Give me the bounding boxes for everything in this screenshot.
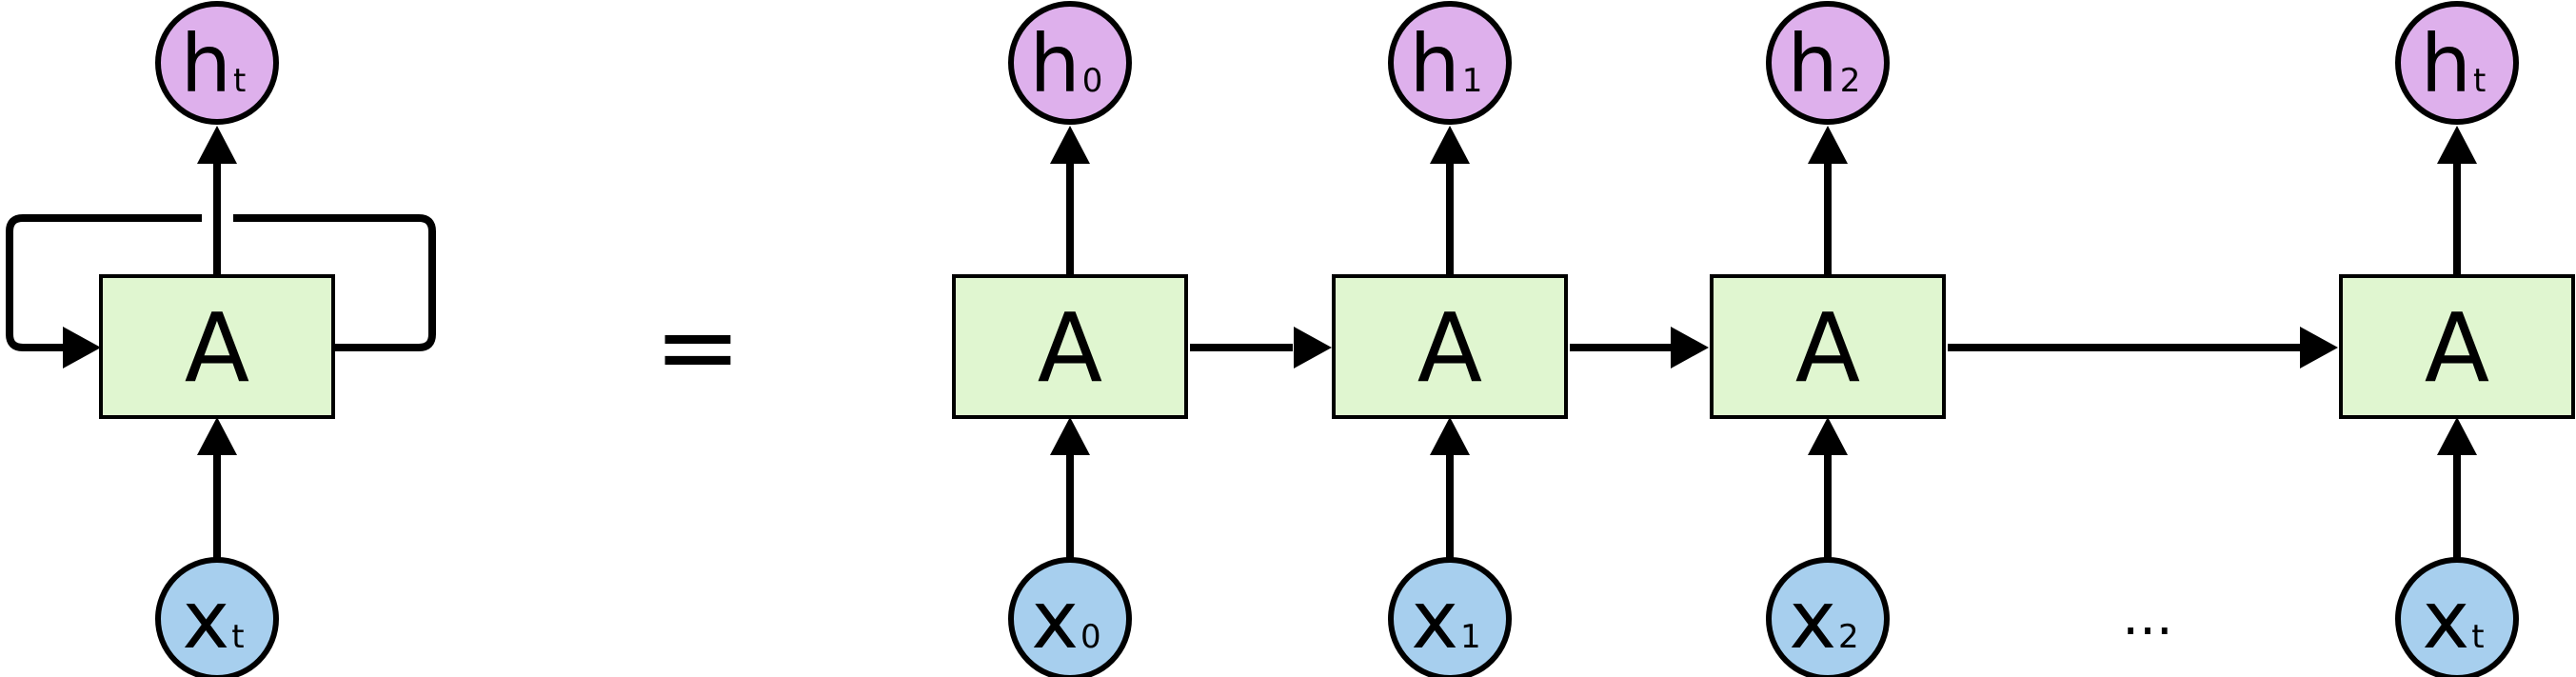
unrolled-step-0-input-node-subscript: 0: [1080, 618, 1101, 656]
unrolled-step-3-input-node-main: x: [2422, 573, 2469, 667]
unrolled-step-2-output-node-subscript: 2: [1840, 62, 1861, 100]
unrolled-step-0-cell: A: [952, 274, 1188, 419]
rolled-cell-box: [99, 274, 335, 419]
unrolled-step-2-cell: A: [1710, 274, 1946, 419]
unrolled-step-3-output-node-subscript: t: [2473, 62, 2486, 100]
unrolled-step-2-cell-label: A: [1795, 292, 1860, 404]
unrolled-step-3-cell-box: [2339, 274, 2575, 419]
state-arrowhead-2-t: [2300, 327, 2338, 368]
unrolled-step-0-cell-label: A: [1038, 292, 1102, 404]
rolled-cell-label: A: [185, 292, 249, 404]
unrolled-step-0-output-node-main: h: [1030, 17, 1080, 110]
rolled-output-node: ht: [155, 1, 279, 125]
unrolled-step-1-output-node-main: h: [1410, 17, 1460, 110]
unrolled-step-1-input-node-label: x1: [1411, 573, 1480, 667]
recurrent-loop-right: [233, 214, 436, 351]
unrolled-step-3-input-node-subscript: t: [2471, 618, 2484, 656]
unrolled-step-2-cell-box: [1710, 274, 1946, 419]
unrolled-step-3-output-node-main: h: [2421, 17, 2471, 110]
unrolled-step-1-input-node: x1: [1388, 557, 1512, 677]
unrolled-step-1-input-node-main: x: [1411, 573, 1458, 667]
unrolled-step-1-input-node-subscript: 1: [1460, 618, 1481, 656]
unrolled-step-2-input-node-main: x: [1789, 573, 1836, 667]
unrolled-step-1-output-node-label: h1: [1410, 17, 1483, 110]
unrolled-step-3-input-arrowhead: [2437, 417, 2477, 455]
rolled-input-node-circle: [155, 557, 279, 677]
unrolled-step-0-input-node-circle: [1008, 557, 1132, 677]
unrolled-step-2-input-node-circle: [1766, 557, 1890, 677]
unrolled-step-3-input-node-label: xt: [2422, 573, 2484, 667]
unrolled-step-2-output-node: h2: [1766, 1, 1890, 125]
rolled-input-node: xt: [155, 557, 279, 677]
unrolled-step-0-input-node-label: x0: [1031, 573, 1100, 667]
unrolled-step-2-input-node: x2: [1766, 557, 1890, 677]
unrolled-step-3-output-node-circle: [2395, 1, 2519, 125]
unrolled-step-0-input-arrowhead: [1050, 417, 1090, 455]
rolled-cell: A: [99, 274, 335, 419]
unrolled-step-3-input-node-circle: [2395, 557, 2519, 677]
unrolled-step-0-output-node: h0: [1008, 1, 1132, 125]
unrolled-step-2-input-arrowhead: [1808, 417, 1848, 455]
unrolled-step-3-input-node: xt: [2395, 557, 2519, 677]
unrolled-step-0-output-node-subscript: 0: [1082, 62, 1103, 100]
unrolled-step-3-output-arrowhead: [2437, 126, 2477, 164]
unrolled-step-1-input-node-circle: [1388, 557, 1512, 677]
unrolled-step-3-output-node-label: ht: [2421, 17, 2487, 110]
ellipsis: ...: [2122, 586, 2172, 647]
state-arrowhead-0-1: [1294, 327, 1332, 368]
recurrent-loop-left: [6, 214, 202, 351]
unrolled-step-3-cell-label: A: [2425, 292, 2489, 404]
rolled-output-node-label: ht: [181, 17, 247, 110]
unrolled-step-2-output-node-label: h2: [1788, 17, 1861, 110]
unrolled-step-0-output-arrowhead: [1050, 126, 1090, 164]
unrolled-step-1-cell-box: [1332, 274, 1568, 419]
unrolled-step-3-output-node: ht: [2395, 1, 2519, 125]
unrolled-step-2-input-node-label: x2: [1789, 573, 1858, 667]
unrolled-step-0-output-node-circle: [1008, 1, 1132, 125]
rolled-input-node-subscript: t: [231, 618, 244, 656]
recurrent-loop-arrowhead: [63, 327, 101, 368]
unrolled-step-0-output-node-label: h0: [1030, 17, 1103, 110]
rolled-input-node-label: xt: [182, 573, 244, 667]
unrolled-step-1-cell: A: [1332, 274, 1568, 419]
unrolled-step-2-input-node-subscript: 2: [1838, 618, 1859, 656]
rolled-output-node-main: h: [181, 17, 231, 110]
unrolled-step-1-output-node-circle: [1388, 1, 1512, 125]
rolled-output-arrowhead: [197, 126, 237, 164]
rolled-output-node-circle: [155, 1, 279, 125]
unrolled-step-1-input-arrowhead: [1430, 417, 1470, 455]
unrolled-step-0-cell-box: [952, 274, 1188, 419]
rolled-input-arrowhead: [197, 417, 237, 455]
unrolled-step-2-output-arrowhead: [1808, 126, 1848, 164]
unrolled-step-1-cell-label: A: [1417, 292, 1482, 404]
rolled-output-node-subscript: t: [233, 62, 246, 100]
unrolled-step-2-output-node-circle: [1766, 1, 1890, 125]
state-arrowhead-1-2: [1671, 327, 1709, 368]
unrolled-step-1-output-arrowhead: [1430, 126, 1470, 164]
unrolled-step-3-cell: A: [2339, 274, 2575, 419]
unrolled-step-0-input-node: x0: [1008, 557, 1132, 677]
rolled-input-node-main: x: [182, 573, 229, 667]
unrolled-step-1-output-node-subscript: 1: [1462, 62, 1483, 100]
unrolled-step-1-output-node: h1: [1388, 1, 1512, 125]
unrolled-step-0-input-node-main: x: [1031, 573, 1079, 667]
equals-sign: =: [654, 286, 742, 408]
unrolled-step-2-output-node-main: h: [1788, 17, 1838, 110]
